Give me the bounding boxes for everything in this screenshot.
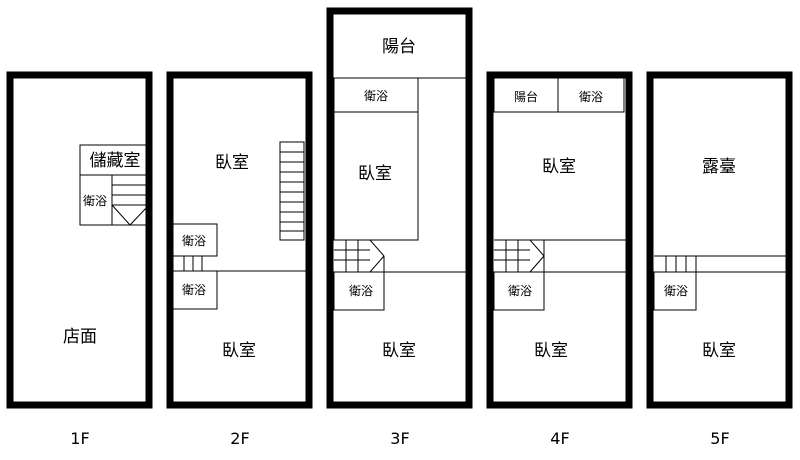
room-label-terrace: 露臺	[702, 157, 736, 177]
bath-outline	[653, 271, 697, 311]
room-label-bath-lower: 衛浴	[182, 283, 206, 297]
floor-label-5f: 5F	[710, 429, 729, 448]
floor-5f-outer-wall	[646, 71, 793, 409]
stair-stub-icon	[654, 255, 789, 272]
stair-stub-icon	[172, 255, 217, 271]
bath-lower-outline	[171, 270, 218, 310]
room-label-bedroom-top: 臥室	[215, 153, 249, 173]
staircase-treads	[280, 151, 304, 232]
room-label-balcony: 陽台	[382, 37, 416, 57]
room-label-shop: 店面	[63, 327, 97, 347]
floor-5f: 露臺 衛浴 臥室 5F	[646, 71, 793, 448]
floor-3f: 陽台 衛浴 臥室 衛浴 臥室 3F	[326, 7, 473, 448]
room-label-bath: 衛浴	[83, 194, 107, 208]
floor-1f-outer-wall	[6, 71, 153, 409]
floor-4f: 陽台 衛浴 臥室 衛浴 臥室 4F	[486, 71, 633, 448]
room-label-bedroom-bottom: 臥室	[534, 341, 568, 361]
room-label-bedroom-top: 臥室	[542, 157, 576, 177]
room-label-bedroom-bottom: 臥室	[702, 341, 736, 361]
floor-2f: 臥室 衛浴 衛浴 臥室 2F	[166, 71, 313, 448]
staircase-icon	[494, 239, 545, 273]
staircase-icon	[334, 239, 385, 273]
bath-lower-outline	[493, 271, 545, 311]
room-label-bath-upper: 衛浴	[579, 90, 603, 104]
bath-room-outline	[79, 174, 150, 226]
floor-label-2f: 2F	[230, 429, 249, 448]
room-label-bath-lower: 衛浴	[349, 284, 373, 298]
floor-3f-outer-wall	[326, 7, 473, 409]
room-label-bedroom-top: 臥室	[358, 164, 392, 184]
room-label-bath-upper: 衛浴	[364, 89, 388, 103]
floor-label-1f: 1F	[70, 429, 89, 448]
room-label-bath-lower: 衛浴	[508, 284, 532, 298]
floor-2f-outer-wall	[166, 71, 313, 409]
room-label-balcony: 陽台	[514, 89, 538, 104]
floor-label-3f: 3F	[390, 429, 409, 448]
room-label-bedroom-bottom: 臥室	[222, 341, 256, 361]
room-label-storage: 儲藏室	[90, 151, 141, 171]
room-label-bedroom-bottom: 臥室	[382, 341, 416, 361]
staircase-icon	[111, 184, 150, 226]
floor-1f: 儲藏室 衛浴 店面 1F	[6, 71, 153, 448]
room-label-bath-upper: 衛浴	[182, 234, 206, 248]
bath-lower-outline	[333, 271, 385, 311]
bath-upper-outline	[557, 77, 625, 113]
floor-label-4f: 4F	[550, 429, 569, 448]
staircase-icon	[279, 141, 305, 241]
room-label-bath: 衛浴	[664, 284, 688, 298]
